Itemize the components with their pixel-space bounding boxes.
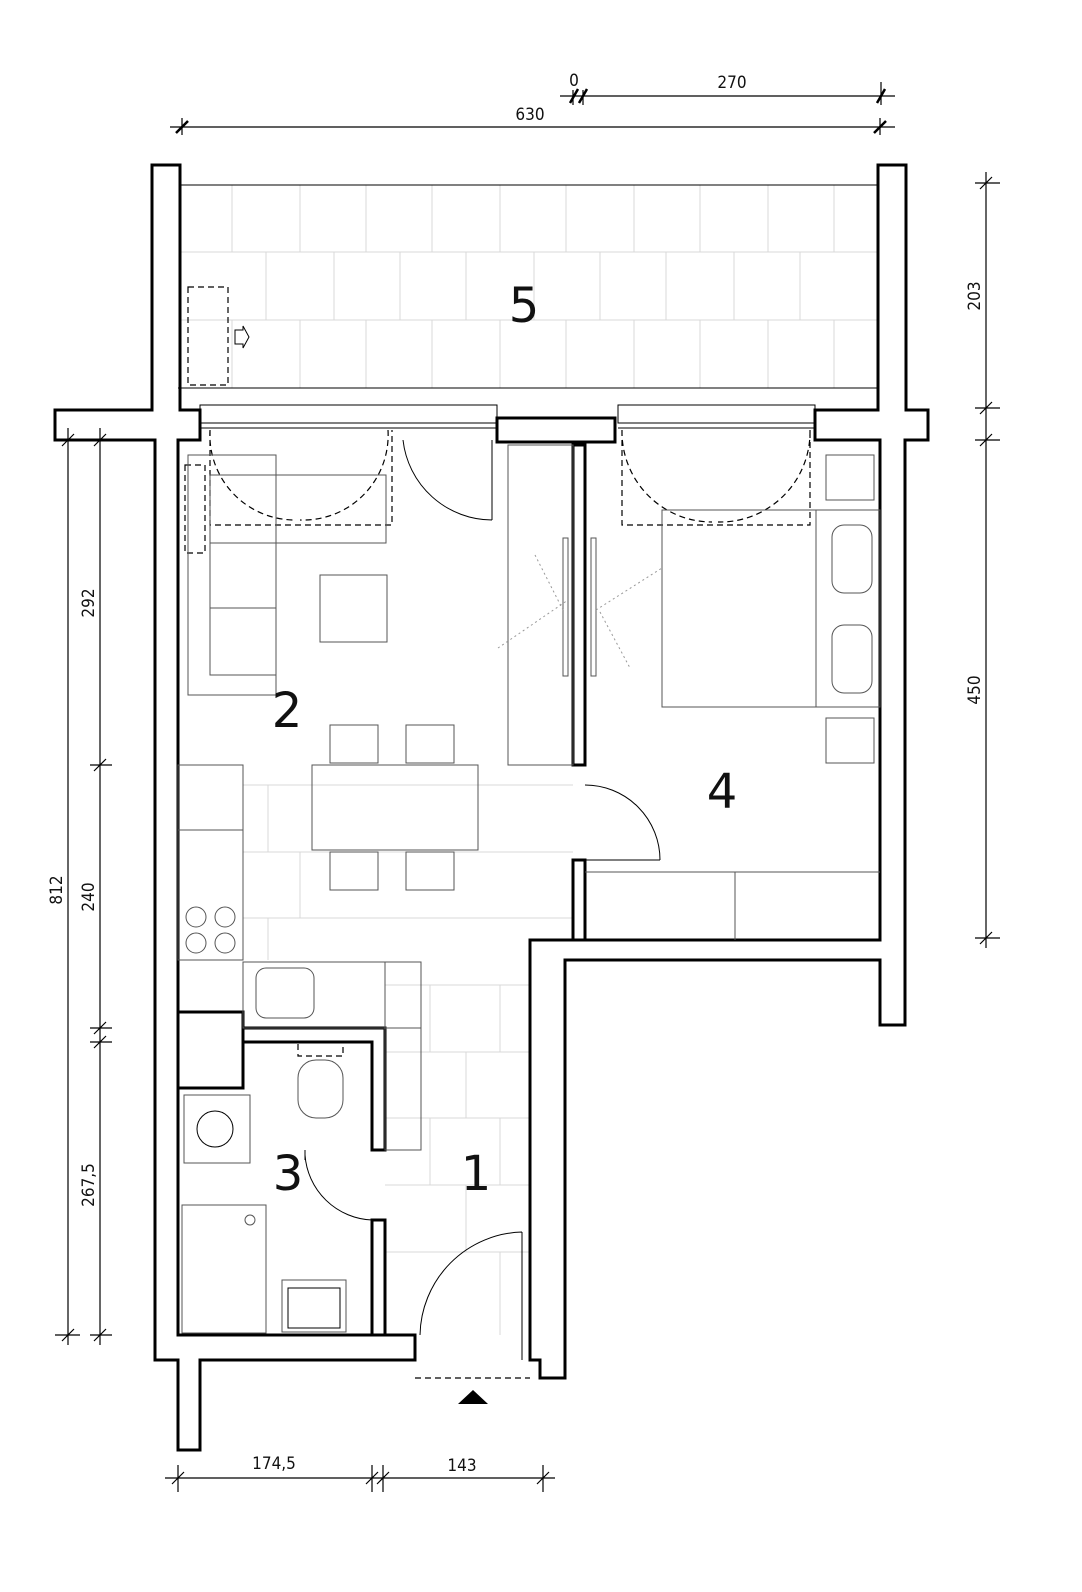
dim-left-upper: 292 — [79, 588, 99, 617]
windows — [199, 404, 816, 526]
walls — [53, 163, 930, 1452]
dim-right-balcony: 203 — [965, 281, 985, 310]
floor-tiles — [243, 784, 573, 1335]
room-1-label: 1 — [461, 1146, 492, 1202]
dimension-lines — [55, 82, 1000, 1492]
dim-left-total: 812 — [47, 875, 67, 904]
dim-top-small: 0 — [569, 71, 579, 91]
dim-bottom-right: 143 — [447, 1456, 476, 1476]
dim-top-total: 630 — [515, 105, 544, 125]
furniture — [177, 286, 881, 1334]
dim-left-middle: 240 — [79, 882, 99, 911]
dim-right-room: 450 — [965, 675, 985, 704]
room-2-label: 2 — [272, 683, 303, 739]
dim-bottom-left: 174,5 — [252, 1454, 296, 1474]
entrance-arrow-icon — [458, 1390, 488, 1404]
doors — [304, 439, 661, 1404]
dim-left-lower: 267,5 — [79, 1163, 99, 1207]
room-5-label: 5 — [509, 278, 540, 334]
room-3-label: 3 — [273, 1146, 304, 1202]
dim-top-right: 270 — [717, 73, 746, 93]
room-4-label: 4 — [707, 764, 738, 820]
